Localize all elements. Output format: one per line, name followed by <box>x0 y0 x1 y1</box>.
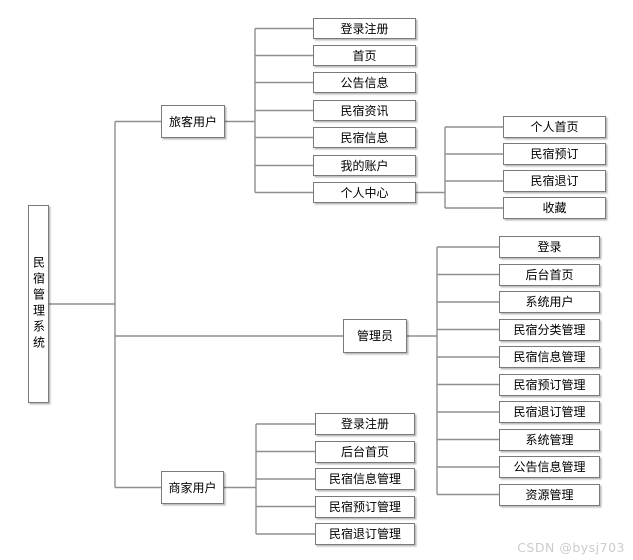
merchant-node-backend-home: 后台首页 <box>315 440 415 463</box>
admin-node-resource-mgmt: 资源管理 <box>499 483 600 506</box>
admin-node: 管理员 <box>343 319 407 353</box>
merchant-node-homestay-cancel-mgmt: 民宿退订管理 <box>315 523 415 545</box>
admin-node-backend-home: 后台首页 <box>499 263 600 286</box>
merchant-node-login-register: 登录注册 <box>315 413 415 435</box>
personal-node-favorites: 收藏 <box>503 197 606 219</box>
merchant-node-homestay-info-mgmt: 民宿信息管理 <box>315 468 415 490</box>
traveler-node-homestay-news: 民宿资讯 <box>313 100 416 121</box>
admin-node-homestay-booking-mgmt: 民宿预订管理 <box>499 373 600 396</box>
admin-node-login: 登录 <box>499 236 600 258</box>
admin-node-system-mgmt: 系统管理 <box>499 428 600 451</box>
traveler-node-announcement-info: 公告信息 <box>313 72 416 93</box>
personal-node-personal-home: 个人首页 <box>503 116 606 138</box>
traveler-user-node: 旅客用户 <box>161 105 225 138</box>
traveler-node-login-register: 登录注册 <box>313 18 416 39</box>
merchant-node-homestay-booking-mgmt: 民宿预订管理 <box>315 495 415 518</box>
admin-node-homestay-cancel-mgmt: 民宿退订管理 <box>499 401 600 423</box>
root-node-homestay-management-system: 民宿管理系统 <box>28 205 49 403</box>
admin-node-homestay-info-mgmt: 民宿信息管理 <box>499 346 600 368</box>
personal-node-homestay-cancel: 民宿退订 <box>503 170 606 192</box>
traveler-node-home: 首页 <box>313 45 416 66</box>
admin-node-system-users: 系统用户 <box>499 291 600 313</box>
traveler-node-personal-center: 个人中心 <box>313 182 416 203</box>
personal-node-homestay-booking: 民宿预订 <box>503 143 606 165</box>
merchant-user-node: 商家用户 <box>161 471 224 504</box>
admin-node-announcement-mgmt: 公告信息管理 <box>499 456 600 478</box>
admin-node-homestay-category-mgmt: 民宿分类管理 <box>499 318 600 341</box>
connector-path <box>49 27 503 535</box>
traveler-node-homestay-info: 民宿信息 <box>313 127 416 148</box>
traveler-node-my-account: 我的账户 <box>313 155 416 176</box>
csdn-watermark: CSDN @bysj703 <box>517 540 625 555</box>
